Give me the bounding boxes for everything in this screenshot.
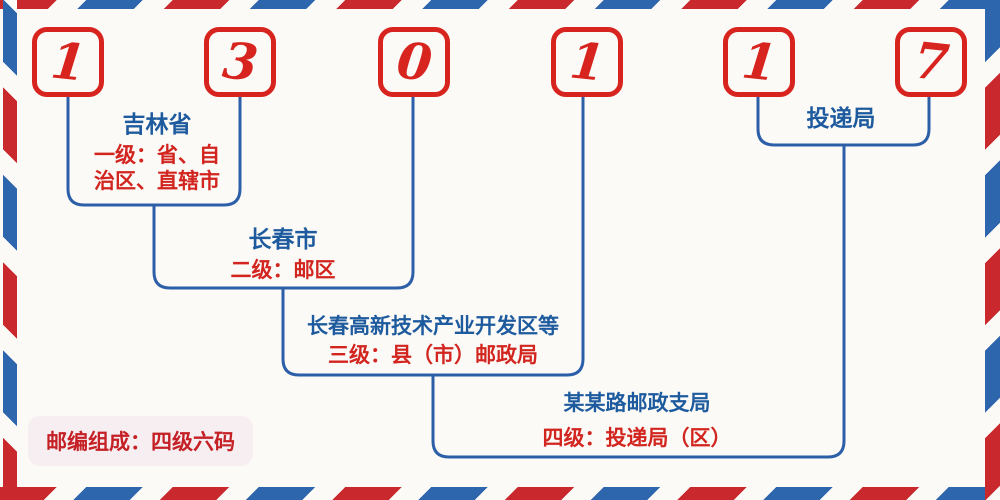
digit-value-5: 1 bbox=[738, 30, 780, 93]
level-1-annotation: 吉林省 一级：省、自 治区、直辖市 bbox=[94, 112, 220, 194]
bracket-delivery-bureau bbox=[756, 97, 931, 147]
footer-badge: 邮编组成：四级六码 bbox=[28, 416, 253, 466]
delivery-bureau-annotation: 投递局 bbox=[807, 106, 876, 132]
digit-box-4: 1 bbox=[551, 27, 623, 97]
digit-box-5: 1 bbox=[723, 27, 795, 97]
level-4-annotation: 某某路邮政支局 四级：投递局（区） bbox=[543, 391, 732, 451]
digit-box-6: 7 bbox=[895, 27, 967, 97]
level-3-desc: 三级：县（市）邮政局 bbox=[328, 343, 538, 368]
digit-box-1: 1 bbox=[32, 27, 104, 97]
digit-value-1: 1 bbox=[47, 30, 89, 93]
digit-box-2: 3 bbox=[204, 27, 276, 97]
bottom-stripe-border bbox=[0, 487, 1000, 500]
top-stripe-border bbox=[0, 0, 1000, 9]
level-1-name: 吉林省 bbox=[122, 112, 192, 137]
digit-box-3: 0 bbox=[378, 27, 450, 97]
right-stripe-border bbox=[985, 0, 1000, 500]
delivery-bureau-name: 投递局 bbox=[806, 106, 876, 131]
level-4-desc: 四级：投递局（区） bbox=[542, 426, 732, 451]
digit-value-2: 3 bbox=[219, 30, 261, 93]
digit-value-4: 1 bbox=[566, 30, 608, 93]
digit-value-6: 7 bbox=[910, 30, 952, 93]
level-1-desc: 一级：省、自 治区、直辖市 bbox=[94, 143, 220, 194]
digit-value-3: 0 bbox=[393, 30, 435, 93]
level-2-name: 长春市 bbox=[248, 227, 318, 252]
level-2-annotation: 长春市 二级：邮区 bbox=[231, 227, 336, 283]
left-stripe-border bbox=[3, 0, 17, 500]
level-3-name: 长春高新技术产业开发区等 bbox=[307, 314, 559, 338]
level-3-annotation: 长春高新技术产业开发区等 三级：县（市）邮政局 bbox=[307, 314, 559, 368]
level-4-name: 某某路邮政支局 bbox=[563, 391, 711, 415]
bracket-level-4 bbox=[431, 145, 846, 459]
level-2-desc: 二级：邮区 bbox=[230, 258, 336, 283]
